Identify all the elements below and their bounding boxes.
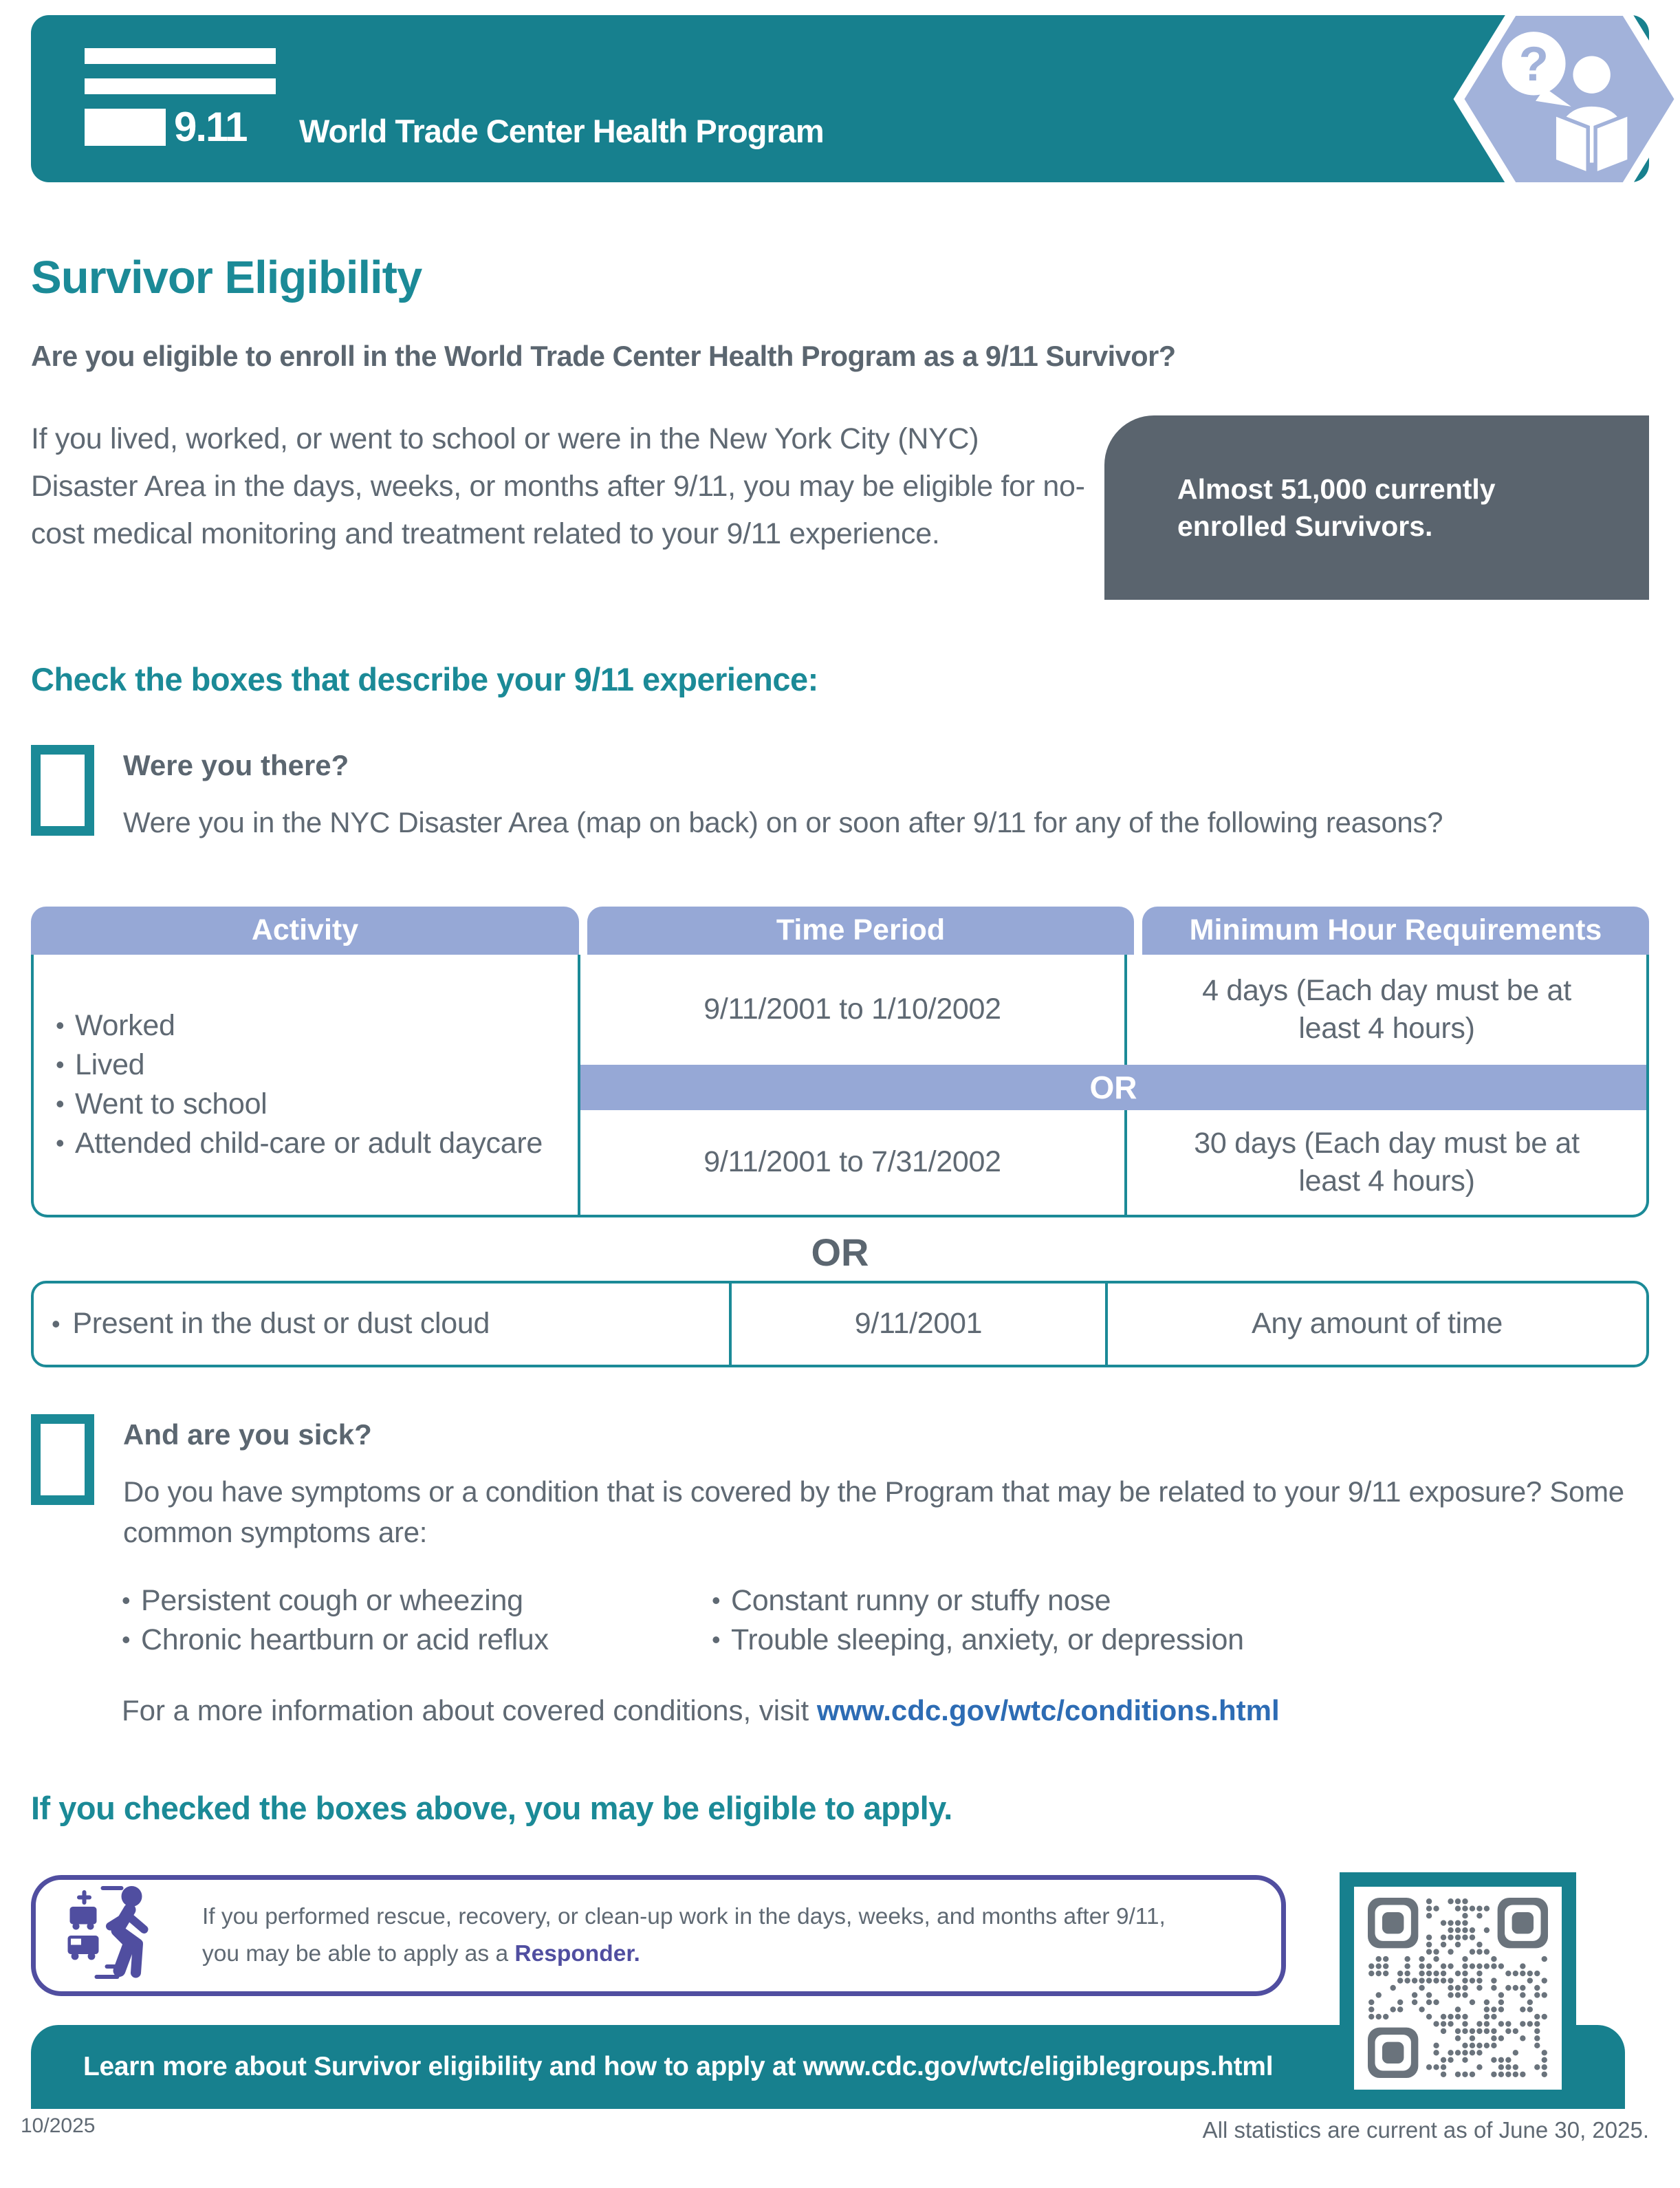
enrollment-callout-text: Almost 51,000 currently enrolled Survivo… — [1177, 473, 1496, 542]
table-header-row: Activity Time Period Minimum Hour Requir… — [31, 906, 1649, 955]
document-date: 10/2025 — [21, 2114, 96, 2137]
flag-stripe — [85, 48, 276, 64]
are-you-sick-label: And are you sick? — [123, 1418, 372, 1451]
flag-row: 9.11 — [85, 104, 276, 150]
requirement-cell: 4 days (Each day must be at least 4 hour… — [1124, 954, 1646, 1065]
question-were-you-there: Were you there? Were you in the NYC Disa… — [31, 745, 1649, 843]
column-header-time-period: Time Period — [587, 906, 1134, 955]
header-banner: 9.11 World Trade Center Health Program ? — [31, 6, 1680, 192]
dust-time-period-cell: 9/11/2001 — [729, 1283, 1105, 1365]
were-you-there-label: Were you there? — [123, 749, 349, 781]
question-reader-hexagon-icon: ? — [1450, 6, 1680, 193]
subtitle-question: Are you eligible to enroll in the World … — [31, 340, 1176, 372]
symptoms-columns: Persistent cough or wheezing Chronic hea… — [122, 1581, 1649, 1660]
table-body: Worked Lived Went to school Attended chi… — [31, 954, 1649, 1217]
program-name: World Trade Center Health Program — [299, 113, 825, 149]
eligibility-table: Activity Time Period Minimum Hour Requir… — [31, 906, 1649, 1217]
intro-section: If you lived, worked, or went to school … — [31, 415, 1649, 600]
bullet: • — [52, 1309, 61, 1338]
apply-heading: If you checked the boxes above, you may … — [31, 1789, 952, 1826]
activity-item: Attended child-care or adult daycare — [56, 1124, 578, 1163]
symptoms-column-1: Persistent cough or wheezing Chronic hea… — [122, 1581, 712, 1660]
covered-conditions-text: For a more information about covered con… — [122, 1693, 817, 1726]
or-divider: OR — [811, 1230, 869, 1274]
activity-item: Worked — [56, 1006, 578, 1046]
activity-item: Lived — [56, 1046, 578, 1085]
conditions-link[interactable]: www.cdc.gov/wtc/conditions.html — [816, 1693, 1280, 1726]
responder-bold-word: Responder. — [514, 1940, 640, 1967]
symptom-item: Constant runny or stuffy nose — [712, 1581, 1244, 1621]
rescue-runner-icon — [62, 1884, 179, 1987]
or-band: OR — [580, 1064, 1646, 1110]
activity-item: Went to school — [56, 1085, 578, 1124]
time-period-cell: 9/11/2001 to 7/31/2002 — [703, 1145, 1001, 1179]
dust-activity-cell: • Present in the dust or dust cloud — [52, 1307, 490, 1341]
symptom-item: Chronic heartburn or acid reflux — [122, 1621, 712, 1660]
requirement-cell: 30 days (Each day must be at least 4 hou… — [1124, 1109, 1646, 1215]
column-header-min-hours: Minimum Hour Requirements — [1142, 906, 1649, 955]
section-heading: Check the boxes that describe your 9/11 … — [31, 661, 818, 697]
symptoms-column-2: Constant runny or stuffy nose Trouble sl… — [712, 1581, 1244, 1660]
logo-brand-number: 9.11 — [174, 104, 248, 150]
intro-paragraph: If you lived, worked, or went to school … — [31, 422, 1085, 550]
covered-conditions-line: For a more information about covered con… — [122, 1694, 1649, 1727]
are-you-sick-checkbox[interactable] — [31, 1413, 94, 1505]
symptom-item: Persistent cough or wheezing — [122, 1581, 712, 1621]
question-are-you-sick: And are you sick? Do you have symptoms o… — [31, 1413, 1649, 1553]
flag-stripes-icon: 9.11 — [85, 48, 276, 150]
column-header-activity: Activity — [31, 906, 579, 955]
footer-banner-text: Learn more about Survivor eligibility an… — [83, 2051, 1274, 2081]
symptom-item: Trouble sleeping, anxiety, or depression — [712, 1621, 1244, 1660]
bottom-section: If you performed rescue, recovery, or cl… — [0, 1872, 1680, 2143]
table-row: 9/11/2001 to 1/10/2002 4 days (Each day … — [580, 954, 1646, 1065]
were-you-there-checkbox[interactable] — [31, 745, 94, 836]
time-period-cell: 9/11/2001 to 1/10/2002 — [703, 993, 1001, 1026]
enrollment-callout: Almost 51,000 currently enrolled Survivo… — [1104, 415, 1649, 600]
responder-note-box: If you performed rescue, recovery, or cl… — [31, 1874, 1286, 1996]
wtc-program-logo: 9.11 World Trade Center Health Program — [85, 48, 825, 150]
were-you-there-description: Were you in the NYC Disaster Area (map o… — [123, 806, 1443, 838]
responder-note-text: If you performed rescue, recovery, or cl… — [202, 1904, 1166, 1967]
dust-exposure-row: • Present in the dust or dust cloud 9/11… — [31, 1280, 1649, 1367]
table-row: 9/11/2001 to 7/31/2002 30 days (Each day… — [580, 1109, 1646, 1215]
flag-stripe — [85, 78, 276, 94]
stats-current-note: All statistics are current as of June 30… — [1202, 2116, 1649, 2143]
activity-list: Worked Lived Went to school Attended chi… — [56, 1006, 578, 1162]
svg-text:?: ? — [1519, 36, 1549, 91]
page-title: Survivor Eligibility — [31, 252, 422, 303]
activity-cell: Worked Lived Went to school Attended chi… — [34, 955, 578, 1215]
flag-block — [85, 109, 166, 146]
are-you-sick-description: Do you have symptoms or a condition that… — [123, 1475, 1624, 1548]
qr-code — [1340, 1872, 1576, 2104]
dust-requirement-cell: Any amount of time — [1105, 1283, 1646, 1365]
